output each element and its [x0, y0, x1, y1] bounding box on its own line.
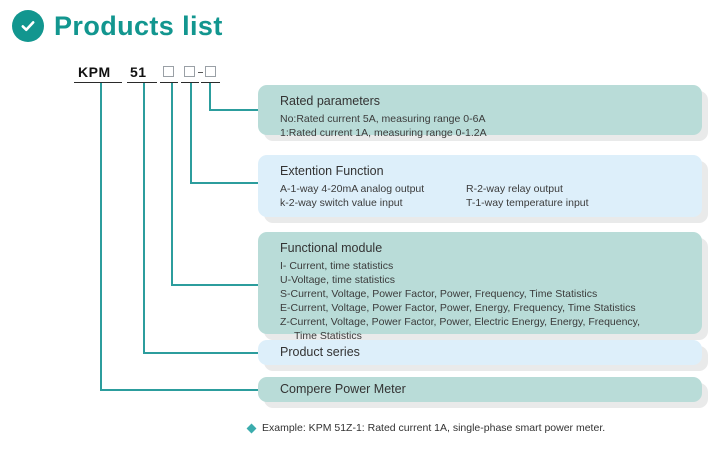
page-title: Products list: [54, 10, 223, 41]
card-row: k-2-way switch value input T-1-way tempe…: [280, 197, 688, 211]
card-functional-module: Functional module I- Current, time stati…: [258, 232, 708, 342]
card-line: E-Current, Voltage, Power Factor, Power,…: [280, 301, 636, 314]
card-compere-power-meter: Compere Power Meter: [258, 377, 708, 408]
leader-arm-rated-parameters: [209, 109, 264, 111]
card-title: Extention Function: [280, 164, 384, 178]
card-product-series: Product series: [258, 340, 708, 371]
leader-riser-product-series: [143, 83, 145, 354]
card-line: U-Voltage, time statistics: [280, 273, 395, 286]
example-footnote: Example: KPM 51Z-1: Rated current 1A, si…: [246, 422, 606, 434]
leader-arm-compere-power-meter: [100, 389, 264, 391]
card-title: Compere Power Meter: [280, 382, 406, 397]
card-line: Z-Current, Voltage, Power Factor, Power,…: [280, 315, 641, 328]
page-header: Products list: [12, 10, 223, 42]
check-circle-icon: [12, 10, 44, 42]
card-body: Functional module I- Current, time stati…: [258, 232, 702, 342]
product-code-line: KPM 51: [0, 62, 716, 88]
card-body: Rated parameters No:Rated current 5A, me…: [258, 85, 702, 139]
code-underline-box2: [181, 82, 199, 83]
example-text: Example: KPM 51Z-1: Rated current 1A, si…: [262, 422, 606, 434]
card-line-right: R-2-way relay output: [466, 182, 563, 195]
card-line-right: T-1-way temperature input: [466, 196, 589, 209]
leader-riser-compere-power-meter: [100, 83, 102, 391]
code-underline-box1: [160, 82, 178, 83]
code-checkbox-3: [205, 66, 216, 77]
code-underline-51: [127, 82, 157, 83]
code-underline-kpm: [74, 82, 122, 83]
leader-arm-extention-function: [190, 182, 264, 184]
leader-riser-functional-module: [171, 83, 173, 286]
code-token-kpm: KPM: [78, 64, 111, 80]
card-line: I- Current, time statistics: [280, 259, 394, 272]
card-rated-parameters: Rated parameters No:Rated current 5A, me…: [258, 85, 708, 141]
card-line: No:Rated current 5A, measuring range 0-6…: [280, 112, 486, 125]
code-checkbox-2: [184, 66, 195, 77]
card-row: A-1-way 4-20mA analog output R-2-way rel…: [280, 183, 688, 197]
card-line: S-Current, Voltage, Power Factor, Power,…: [280, 287, 598, 300]
code-checkbox-1: [163, 66, 174, 77]
leader-riser-extention-function: [190, 83, 192, 184]
card-body: Compere Power Meter: [258, 377, 702, 402]
card-line: Time Statistics: [294, 329, 362, 342]
diamond-bullet-icon: [246, 423, 257, 433]
leader-arm-product-series: [143, 352, 264, 354]
card-title: Functional module: [280, 241, 383, 255]
card-body: Extention Function A-1-way 4-20mA analog…: [258, 155, 702, 217]
card-extention-function: Extention Function A-1-way 4-20mA analog…: [258, 155, 708, 223]
card-line-left: k-2-way switch value input: [280, 196, 403, 209]
card-body: Product series: [258, 340, 702, 365]
card-title: Rated parameters: [280, 94, 381, 108]
leader-arm-functional-module: [171, 284, 264, 286]
card-line: 1:Rated current 1A, measuring range 0-1.…: [280, 126, 487, 139]
code-token-51: 51: [130, 64, 147, 80]
card-line-left: A-1-way 4-20mA analog output: [280, 182, 425, 195]
code-underline-box3: [201, 82, 220, 83]
code-dash: [198, 72, 203, 73]
card-title: Product series: [280, 345, 360, 360]
